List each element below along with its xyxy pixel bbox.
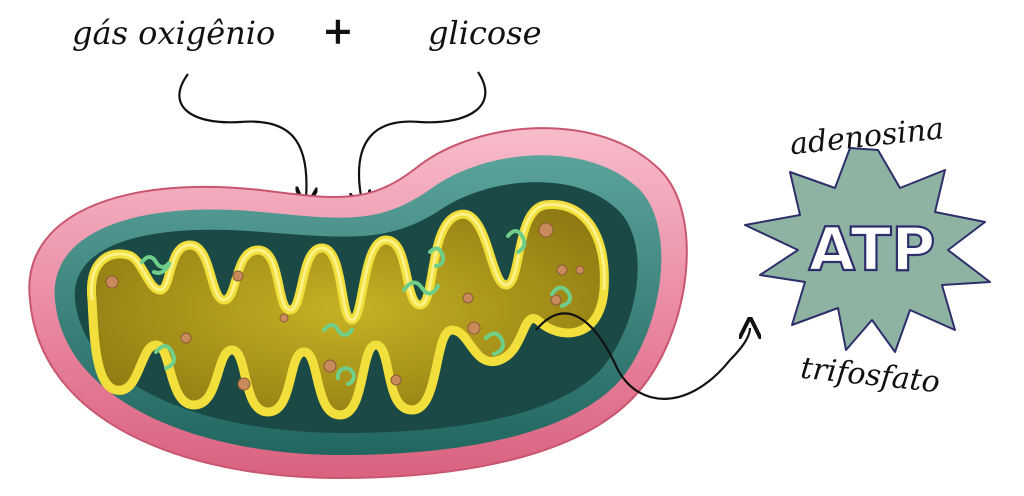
arrow-glucose: [359, 71, 487, 202]
label-atp: ATP: [809, 215, 936, 285]
label-oxygen: gás oxigênio: [72, 14, 275, 52]
label-plus: +: [322, 8, 354, 53]
label-glucose: glicose: [428, 14, 542, 52]
arrow-oxygen: [178, 73, 306, 198]
ribosomes: [105, 222, 585, 391]
mitochondrial-dna: [140, 229, 572, 386]
arrow-to-atp: [535, 312, 750, 400]
inner-membrane-highlight: [89, 202, 606, 322]
label-triphosphate: trifosfato: [799, 351, 942, 400]
atp-starburst: [744, 147, 991, 353]
